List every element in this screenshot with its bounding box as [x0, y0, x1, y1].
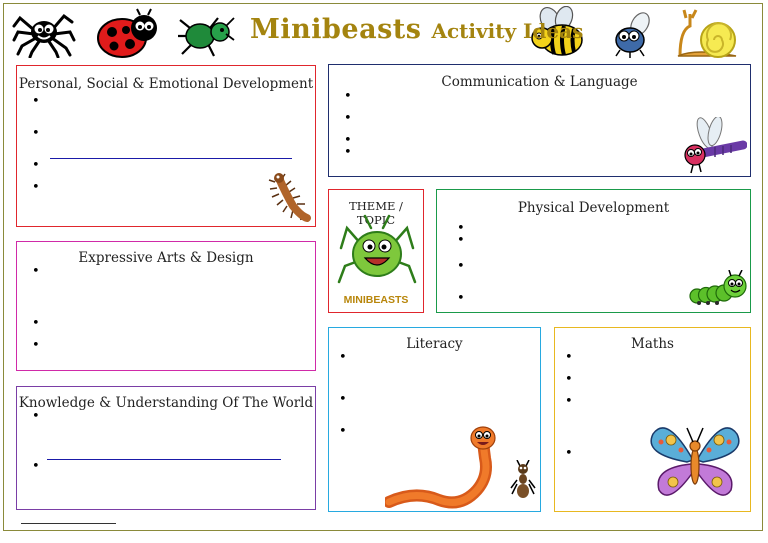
- snail-icon: [677, 9, 737, 58]
- butterfly-icon: [650, 427, 740, 496]
- knowledge-bullet: •: [32, 459, 40, 474]
- fly-icon: [615, 12, 650, 58]
- spider-icon: [12, 13, 76, 58]
- footer-rule: [21, 523, 116, 524]
- physical-bullet: •: [457, 233, 465, 248]
- literacy-heading: Literacy: [406, 336, 463, 352]
- expressive-bullet: •: [32, 316, 40, 331]
- maths-bullet: •: [565, 372, 573, 387]
- ant-icon: [510, 460, 536, 498]
- pse-bullet: •: [32, 180, 40, 195]
- knowledge-bullet: •: [32, 409, 40, 424]
- expressive-bullet: •: [32, 264, 40, 279]
- dragonfly-icon: [684, 117, 747, 174]
- comm-bullet: •: [344, 111, 352, 126]
- knowledge-underline: [47, 459, 281, 460]
- pse-bullet: •: [32, 126, 40, 141]
- expressive-heading: Expressive Arts & Design: [78, 250, 254, 266]
- maths-heading: Maths: [631, 336, 674, 352]
- title-sub: Activity Ideas: [431, 19, 584, 43]
- maths-bullet: •: [565, 350, 573, 365]
- comm-bullet: •: [344, 145, 352, 160]
- comm-bullet: •: [344, 133, 352, 148]
- knowledge-section: Knowledge & Understanding Of The World •…: [16, 386, 316, 510]
- centipede-icon: [268, 173, 311, 222]
- maths-section: Maths • • • •: [554, 327, 751, 512]
- ladybird-icon: [97, 8, 157, 58]
- page-frame: [3, 3, 763, 531]
- literacy-bullet: •: [339, 392, 347, 407]
- pse-bullet: •: [32, 158, 40, 173]
- literacy-bullet: •: [339, 350, 347, 365]
- caterpillar-icon: [689, 270, 747, 305]
- physical-bullet: •: [457, 291, 465, 306]
- grasshopper-icon: [337, 214, 417, 284]
- physical-section: Physical Development • • • •: [436, 189, 751, 313]
- expressive-bullet: •: [32, 338, 40, 353]
- pse-section: Personal, Social & Emotional Development…: [16, 65, 316, 227]
- comm-bullet: •: [344, 89, 352, 104]
- title-main: Minibeasts: [250, 14, 422, 45]
- physical-heading: Physical Development: [517, 200, 670, 216]
- bee-icon: [531, 6, 583, 56]
- worm-icon: [385, 426, 496, 509]
- beetle-icon: [178, 17, 235, 57]
- maths-bullet: •: [565, 394, 573, 409]
- theme-label: MINIBEASTS: [343, 294, 409, 306]
- knowledge-heading: Knowledge & Understanding Of The World: [18, 395, 314, 411]
- physical-bullet: •: [457, 259, 465, 274]
- page-title: Minibeasts Activity Ideas: [250, 14, 583, 54]
- literacy-section: Literacy • • •: [328, 327, 541, 512]
- physical-bullet: •: [457, 221, 465, 236]
- pse-heading: Personal, Social & Emotional Development: [18, 76, 314, 92]
- theme-section: THEME / TOPIC MINIBEASTS: [328, 189, 424, 313]
- literacy-bullet: •: [339, 424, 347, 439]
- expressive-section: Expressive Arts & Design • • •: [16, 241, 316, 371]
- comm-heading: Communication & Language: [441, 74, 638, 90]
- maths-bullet: •: [565, 446, 573, 461]
- comm-section: Communication & Language • • • •: [328, 64, 751, 177]
- pse-underline: [50, 158, 292, 159]
- pse-bullet: •: [32, 94, 40, 109]
